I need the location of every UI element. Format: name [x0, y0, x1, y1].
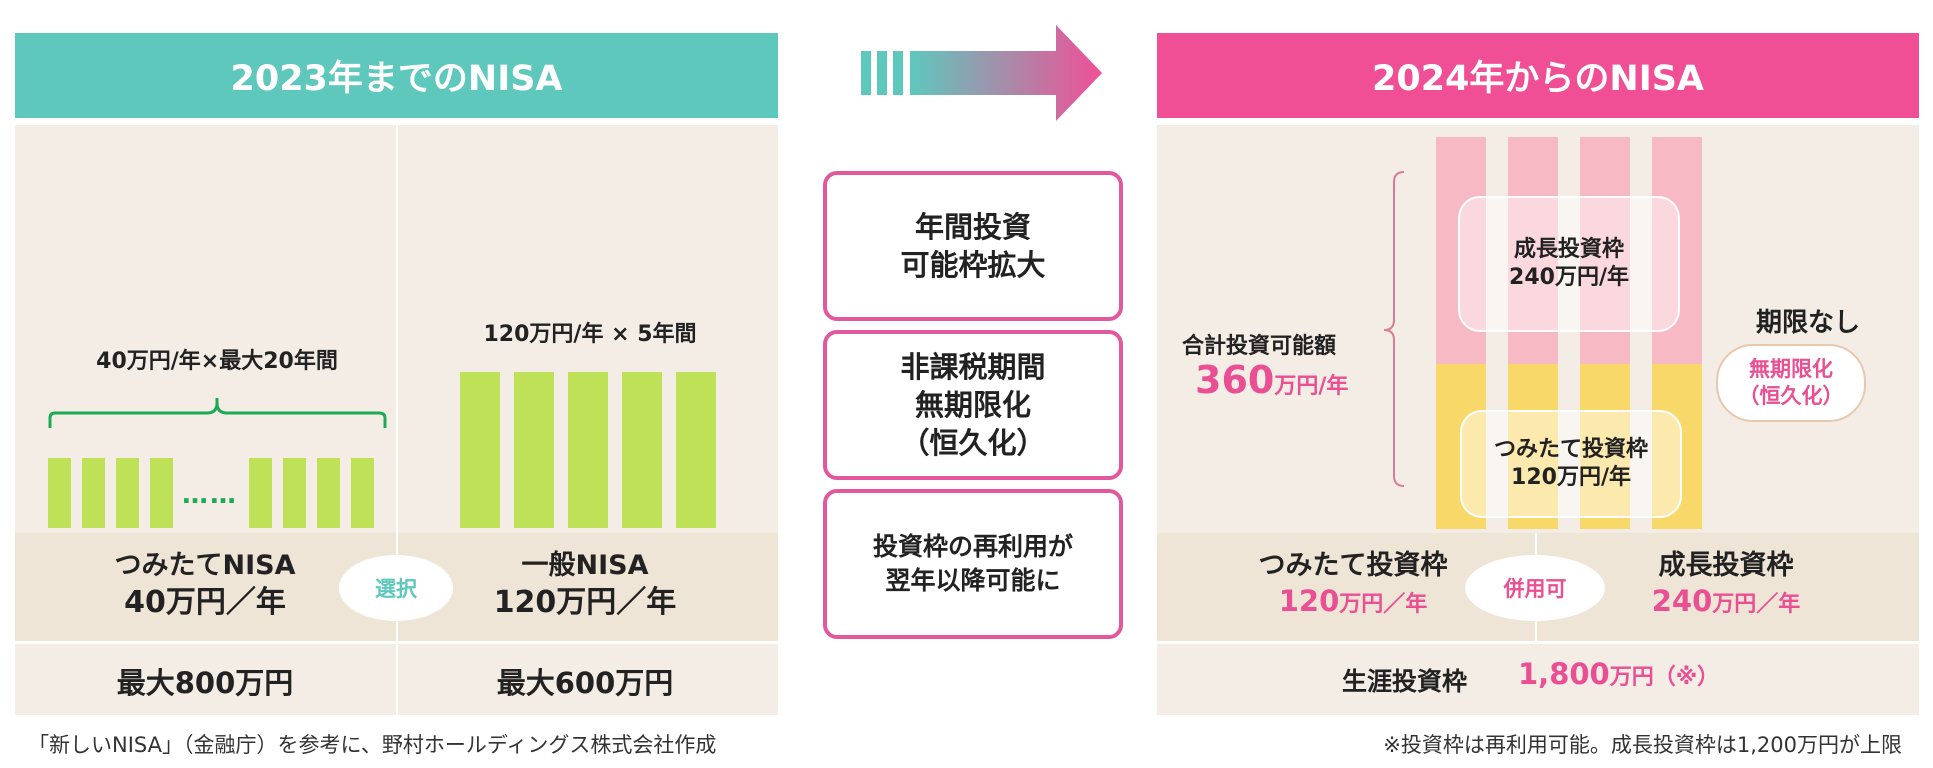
mid-box-line: 翌年以降可能に	[885, 566, 1061, 595]
tsumitate-year-bar	[150, 458, 173, 528]
tsumitate-nisa-brace	[48, 398, 387, 428]
lifetime-quota-unit: 万円（※）	[1609, 665, 1720, 690]
tsumitate-quota-frame: つみたて投資枠 120万円/年	[1460, 410, 1682, 518]
annual-limit-expansion-box: 年間投資 可能枠拡大	[823, 171, 1123, 321]
tsumitate-year-bar	[283, 458, 306, 528]
footnote: ※投資枠は再利用可能。成長投資枠は1,200万円が上限	[1383, 733, 1902, 757]
tsumitate-column-segment	[1580, 364, 1630, 529]
source-note: 「新しいNISA」（金融庁）を参考に、野村ホールディングス株式会社作成	[28, 733, 717, 757]
lifetime-quota-number: 1,800	[1518, 657, 1610, 691]
bars-ellipsis: ……	[182, 480, 238, 510]
growth-column-segment	[1508, 137, 1558, 364]
tsumitate-year-bar	[82, 458, 105, 528]
total-value-unit: 万円/年	[1274, 374, 1349, 399]
growth-quota-amount: 240万円／年	[1596, 584, 1856, 618]
no-time-limit-label: 期限なし	[1756, 308, 1861, 338]
tsumitate-year-bar	[116, 458, 139, 528]
tsumitate-nisa-total: 最大800万円	[116, 666, 294, 700]
tsumitate-quota-number: 120	[1278, 584, 1340, 618]
left-column-divider	[396, 125, 398, 715]
quota-reuse-box: 投資枠の再利用が 翌年以降可能に	[823, 489, 1123, 639]
mid-box-line: 無期限化	[914, 388, 1031, 422]
lifetime-quota-label: 生涯投資枠	[1342, 667, 1468, 696]
growth-frame-label: 成長投資枠	[1513, 237, 1624, 262]
ippan-nisa-amount: 120万円／年	[493, 585, 677, 620]
ippan-year-bar	[568, 372, 608, 528]
left-panel-header: 2023年までのNISA	[15, 33, 778, 118]
ippan-year-bar	[460, 372, 500, 528]
tsumitate-nisa-name: つみたてNISA	[114, 550, 296, 581]
growth-quota-number: 240	[1651, 584, 1713, 618]
tsumitate-year-bar	[351, 458, 374, 528]
lifetime-quota-value: 1,800万円（※）	[1518, 657, 1719, 691]
growth-quota-frame: 成長投資枠 240万円/年	[1458, 196, 1680, 332]
combinable-badge: 併用可	[1465, 555, 1605, 621]
growth-frame-amount: 240万円/年	[1509, 265, 1629, 290]
mid-box-line: 可能枠拡大	[900, 248, 1046, 282]
growth-quota-unit: 万円／年	[1712, 592, 1801, 617]
tsumitate-nisa-amount: 40万円／年	[124, 585, 286, 620]
indefinite-badge: 無期限化 （恒久化）	[1716, 344, 1866, 422]
total-investable-value: 360万円/年	[1195, 358, 1348, 402]
indefinite-badge-line: 無期限化	[1749, 357, 1833, 381]
tsumitate-year-bar	[249, 458, 272, 528]
total-investable-caption: 合計投資可能額	[1182, 334, 1337, 359]
ippan-year-bar	[622, 372, 662, 528]
ippan-year-bar	[676, 372, 716, 528]
ippan-nisa-name: 一般NISA	[521, 550, 649, 581]
tax-exempt-indefinite-box: 非課税期間 無期限化 （恒久化）	[823, 330, 1123, 480]
tsumitate-year-bar	[48, 458, 71, 528]
right-total-band	[1157, 644, 1919, 715]
total-bracket	[1383, 171, 1405, 487]
growth-quota-name: 成長投資枠	[1658, 550, 1794, 581]
tsumitate-nisa-caption: 40万円/年×最大20年間	[96, 349, 338, 374]
ippan-nisa-total: 最大600万円	[496, 666, 674, 700]
mid-box-line: 投資枠の再利用が	[872, 532, 1073, 561]
indefinite-badge-line: （恒久化）	[1738, 384, 1844, 408]
mid-box-line: 非課税期間	[900, 350, 1046, 384]
tsumitate-quota-unit: 万円／年	[1339, 592, 1428, 617]
transition-arrow	[861, 25, 1102, 121]
ippan-nisa-caption: 120万円/年 × 5年間	[483, 322, 697, 347]
tsumitate-frame-amount: 120万円/年	[1511, 465, 1631, 490]
mid-box-line: （恒久化）	[900, 426, 1046, 460]
growth-column-segment	[1580, 137, 1630, 364]
right-panel-header: 2024年からのNISA	[1157, 33, 1919, 118]
tsumitate-quota-name: つみたて投資枠	[1258, 550, 1448, 581]
tsumitate-column-segment	[1508, 364, 1558, 529]
total-value-number: 360	[1195, 358, 1275, 402]
ippan-year-bar	[514, 372, 554, 528]
tsumitate-frame-label: つみたて投資枠	[1493, 437, 1648, 462]
tsumitate-year-bar	[317, 458, 340, 528]
select-badge: 選択	[339, 555, 453, 621]
mid-box-line: 年間投資	[914, 210, 1031, 244]
tsumitate-quota-amount: 120万円／年	[1218, 584, 1488, 618]
